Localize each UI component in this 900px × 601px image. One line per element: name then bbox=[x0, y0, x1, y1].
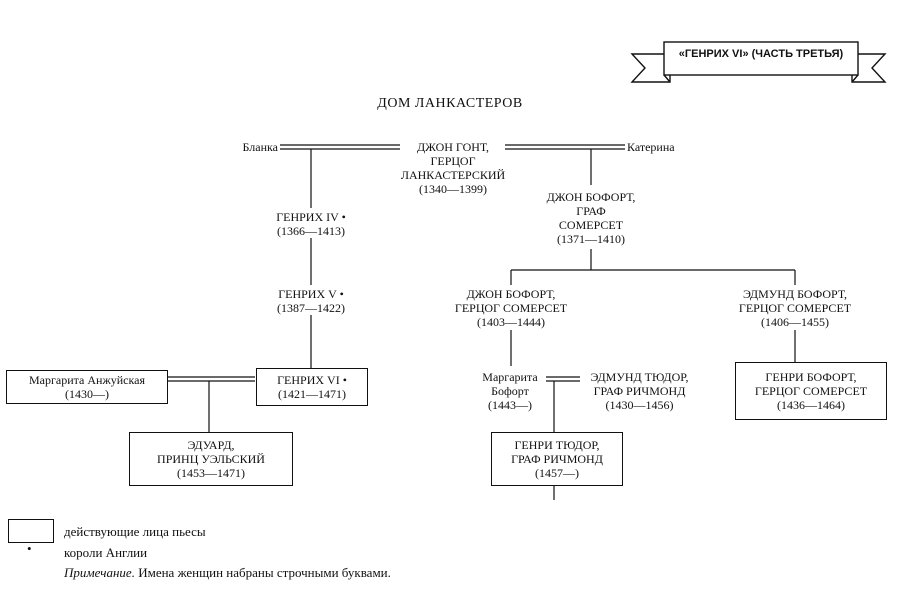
legend-box-swatch bbox=[8, 519, 54, 543]
play-banner: «ГЕНРИХ VI» (ЧАСТЬ ТРЕТЬЯ) bbox=[678, 48, 844, 60]
person-john-gaunt: ДЖОН ГОНТ, ГЕРЦОГ ЛАНКАСТЕРСКИЙ (1340—13… bbox=[400, 140, 506, 196]
person-edmund-beaufort: ЭДМУНД БОФОРТ, ГЕРЦОГ СОМЕРСЕТ (1406—145… bbox=[738, 287, 852, 329]
legend-dot-icon: • bbox=[27, 541, 32, 556]
person-henry-vi: ГЕНРИХ VI • (1421—1471) bbox=[256, 368, 368, 406]
legend-box-label: действующие лица пьесы bbox=[64, 524, 206, 539]
person-henry-iv: ГЕНРИХ IV • (1366—1413) bbox=[276, 210, 346, 238]
person-henry-tudor: ГЕНРИ ТЮДОР, ГРАФ РИЧМОНД (1457—) bbox=[491, 432, 623, 486]
person-john-beaufort-duke: ДЖОН БОФОРТ, ГЕРЦОГ СОМЕРСЕТ (1403—1444) bbox=[454, 287, 568, 329]
legend-note-text: Имена женщин набраны строчными буквами. bbox=[134, 565, 391, 580]
legend-note: Примечание. Имена женщин набраны строчны… bbox=[64, 565, 391, 581]
person-henry-beaufort: ГЕНРИ БОФОРТ, ГЕРЦОГ СОМЕРСЕТ (1436—1464… bbox=[735, 362, 887, 420]
person-blanka: Бланка bbox=[242, 140, 278, 154]
person-margaret-beaufort: Маргарита Бофорт (1443—) bbox=[482, 370, 538, 412]
banner-ribbon bbox=[630, 41, 887, 83]
diagram-title: ДОМ ЛАНКАСТЕРОВ bbox=[377, 96, 523, 111]
legend-note-prefix: Примечание. bbox=[64, 565, 135, 580]
person-henry-v: ГЕНРИХ V • (1387—1422) bbox=[277, 287, 345, 315]
person-margaret-anjou: Маргарита Анжуйская (1430—) bbox=[6, 370, 168, 404]
person-edward-prince: ЭДУАРД, ПРИНЦ УЭЛЬСКИЙ (1453—1471) bbox=[129, 432, 293, 486]
person-katerina: Катерина bbox=[627, 140, 675, 154]
person-edmund-tudor: ЭДМУНД ТЮДОР, ГРАФ РИЧМОНД (1430—1456) bbox=[590, 370, 689, 412]
legend-dot-label: короли Англии bbox=[64, 545, 148, 560]
person-john-beaufort-earl: ДЖОН БОФОРТ, ГРАФ СОМЕРСЕТ (1371—1410) bbox=[546, 190, 636, 246]
